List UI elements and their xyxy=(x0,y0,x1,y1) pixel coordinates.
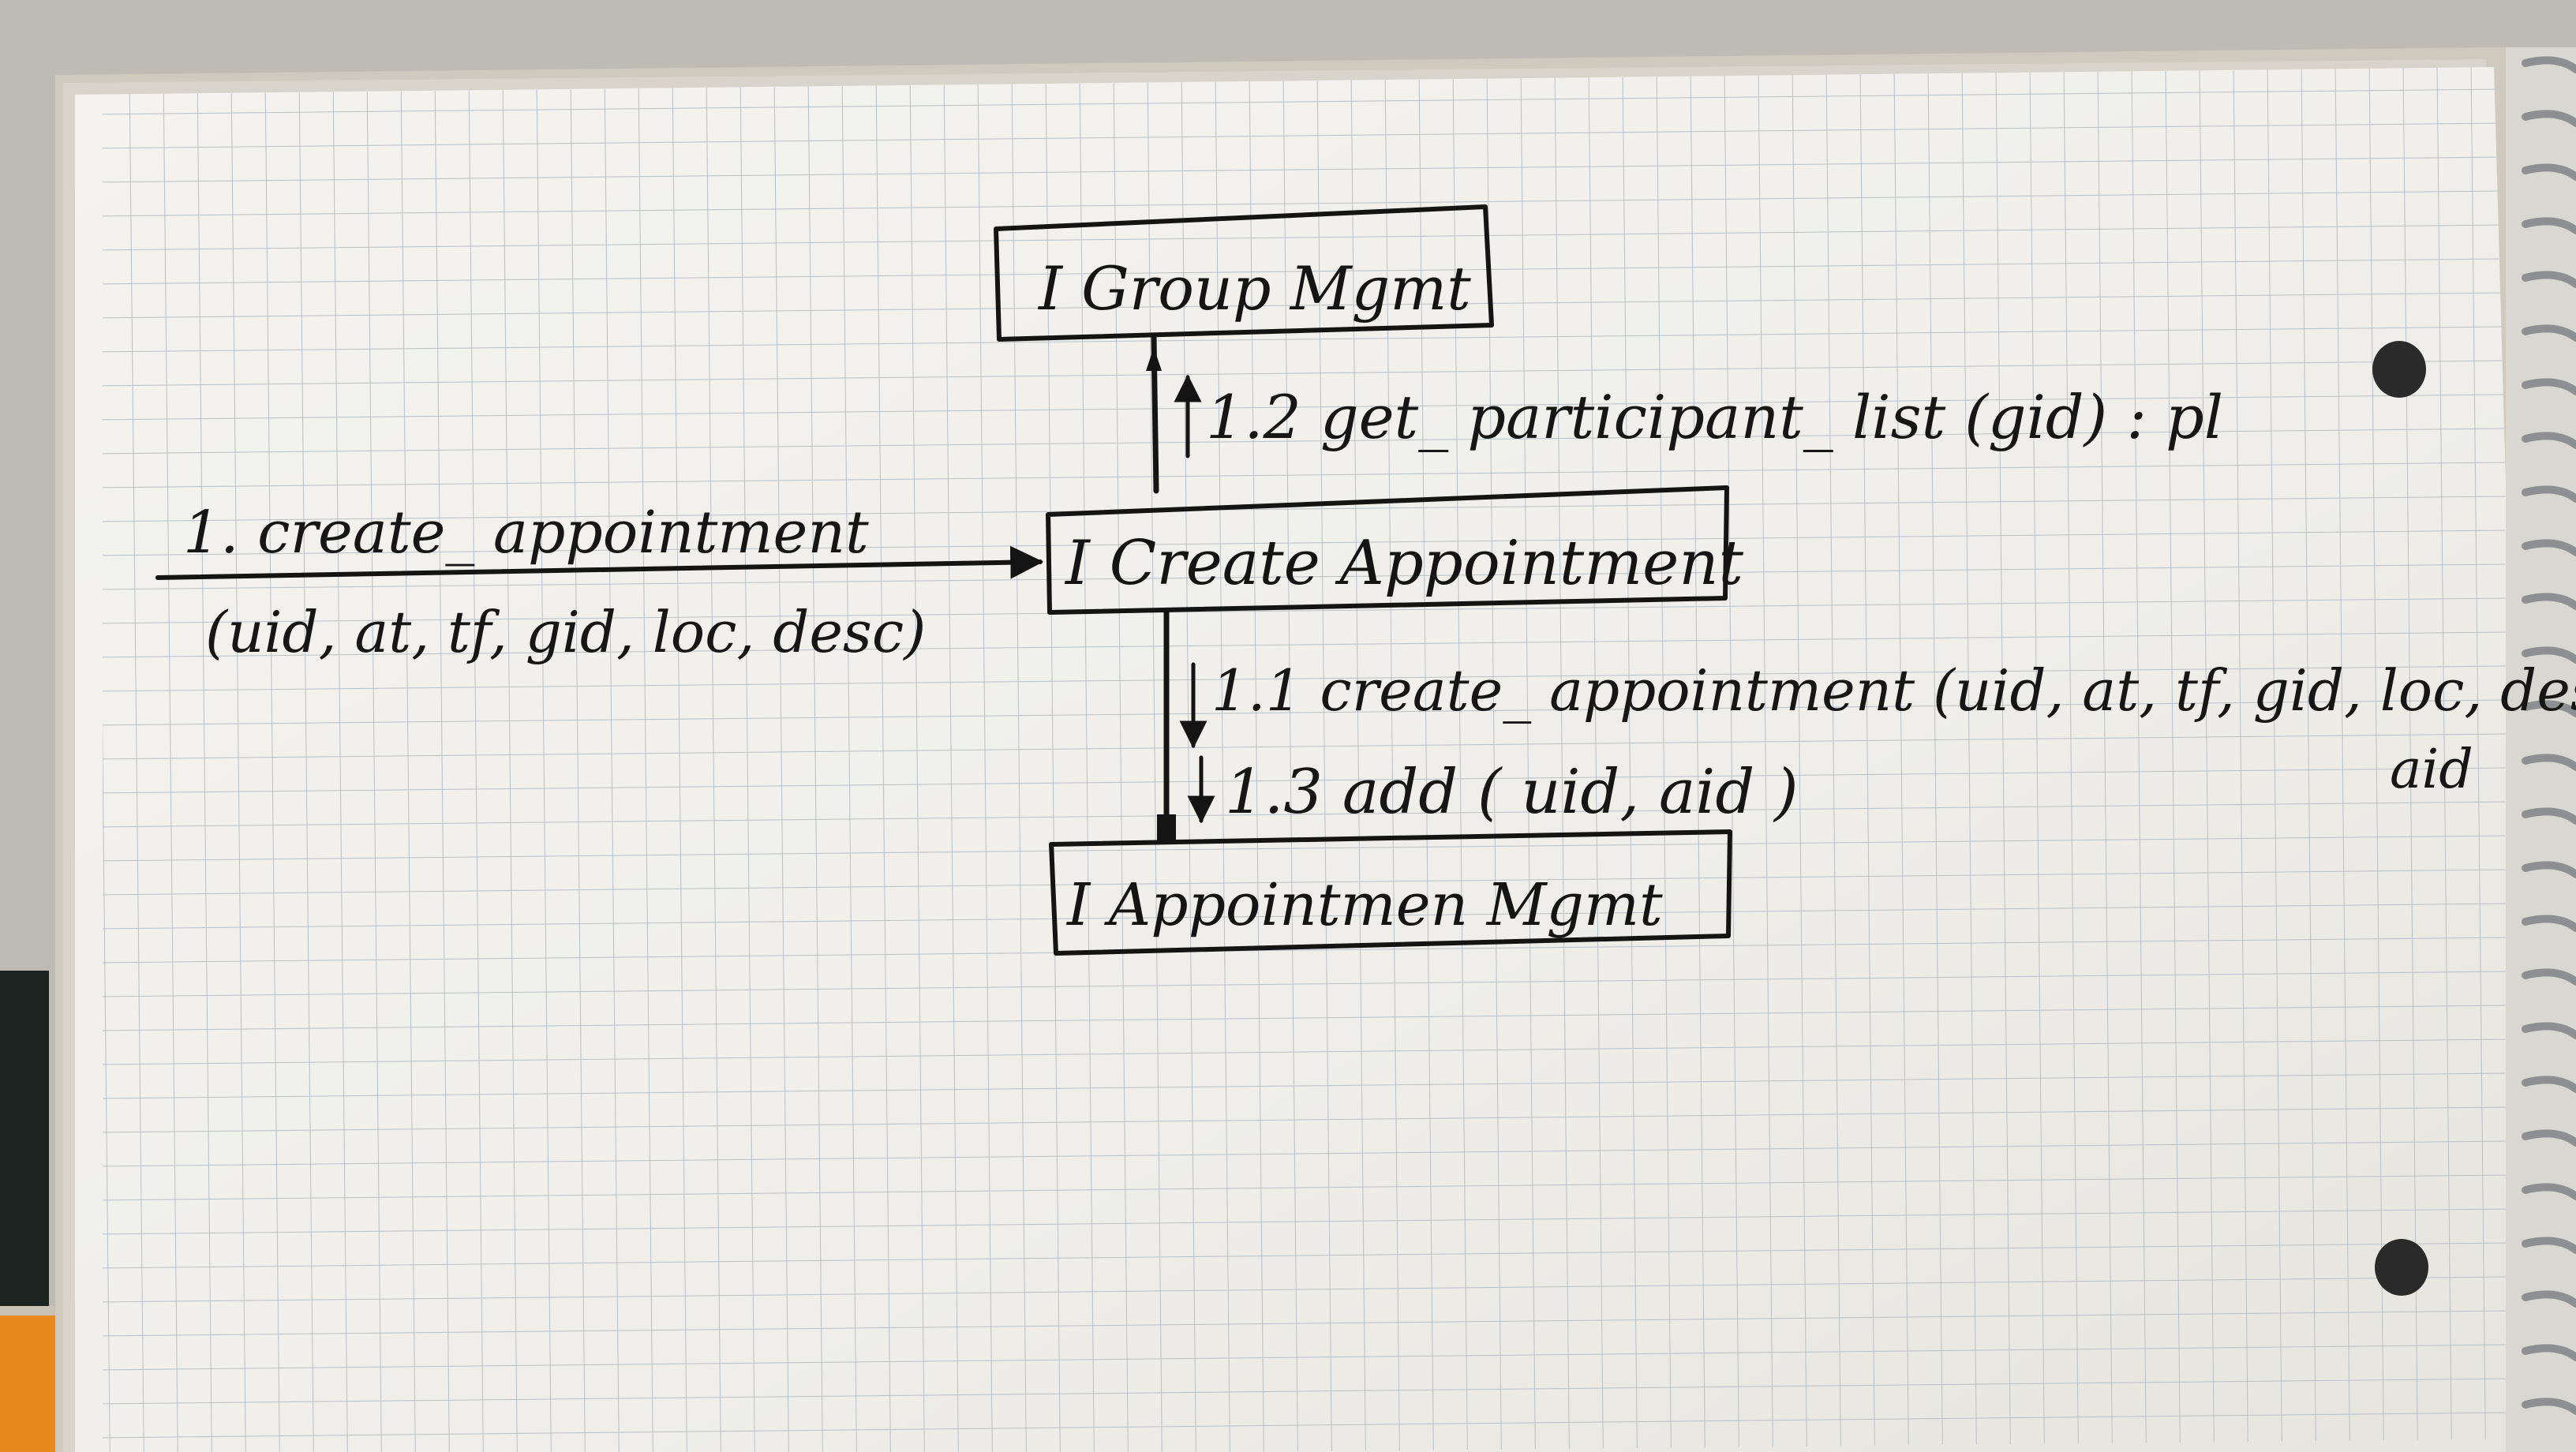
spiral-ring xyxy=(2522,1076,2576,1093)
component-label: I Group Mgmt xyxy=(1037,253,1471,324)
spiral-ring xyxy=(2522,539,2576,556)
punch-hole xyxy=(2375,1239,2428,1296)
spiral-ring xyxy=(2522,915,2576,932)
spiral-ring xyxy=(2522,1398,2576,1415)
spiral-ring xyxy=(2522,485,2576,503)
component-label: I Appointmen Mgmt xyxy=(1065,871,1663,939)
spiral-ring xyxy=(2522,163,2576,181)
message-1-1-suffix: aid xyxy=(2390,739,2473,801)
component-appointment-mgmt: I Appointmen Mgmt xyxy=(1049,829,1732,956)
spiral-ring xyxy=(2522,217,2576,234)
spiral-binding xyxy=(2506,47,2576,1452)
spiral-ring xyxy=(2522,1344,2576,1361)
message-1-2-label: 1.2 get_ participant_ list (gid) : pl xyxy=(1206,382,2223,452)
message-1-2: 1.2 get_ participant_ list (gid) : pl xyxy=(1174,374,2223,458)
message-1-3: 1.3 add ( uid, aid ) xyxy=(1187,755,1799,828)
spiral-ring xyxy=(2522,432,2576,449)
spiral-ring xyxy=(2522,1022,2576,1039)
spiral-ring xyxy=(2522,324,2576,342)
connector-endpoint xyxy=(1157,814,1176,841)
spiral-ring xyxy=(2522,754,2576,771)
message-1-3-label: 1.3 add ( uid, aid ) xyxy=(1225,757,1799,828)
spiral-ring xyxy=(2522,968,2576,986)
spiral-ring xyxy=(2522,1129,2576,1147)
component-label: I Create Appointment xyxy=(1064,528,1744,599)
spiral-ring xyxy=(2522,1183,2576,1200)
spiral-ring xyxy=(2522,646,2576,664)
incoming-arrow xyxy=(155,545,1044,580)
message-1-line2: (uid, at, tf, gid, loc, desc) xyxy=(205,599,926,665)
spiral-ring xyxy=(2522,1290,2576,1308)
message-1-1-label: 1.1 create_ appointment (uid, at, tf, gi… xyxy=(1211,657,2576,724)
spiral-ring xyxy=(2522,378,2576,395)
spiral-ring xyxy=(2522,807,2576,825)
spiral-ring xyxy=(2522,271,2576,288)
spiral-ring xyxy=(2522,110,2576,127)
spiral-ring xyxy=(2522,593,2576,610)
punch-hole xyxy=(2372,341,2426,398)
spiral-ring xyxy=(2522,861,2576,878)
message-1: 1. create_ appointment (uid, at, tf, gid… xyxy=(183,499,926,665)
component-create-appointment: I Create Appointment xyxy=(1046,485,1744,615)
message-1-line1: 1. create_ appointment xyxy=(183,499,869,567)
connector-arrow-up xyxy=(1146,347,1162,371)
component-diagram: I Group Mgmt I Create Appointment I Appo… xyxy=(155,204,2576,956)
message-1-1: 1.1 create_ appointment (uid, at, tf, gi… xyxy=(1179,657,2576,801)
pen xyxy=(0,971,55,1452)
component-group-mgmt: I Group Mgmt xyxy=(994,204,1494,342)
spiral-ring xyxy=(2522,1237,2576,1254)
spiral-ring xyxy=(2522,56,2576,73)
spiral-ring xyxy=(2522,700,2576,717)
